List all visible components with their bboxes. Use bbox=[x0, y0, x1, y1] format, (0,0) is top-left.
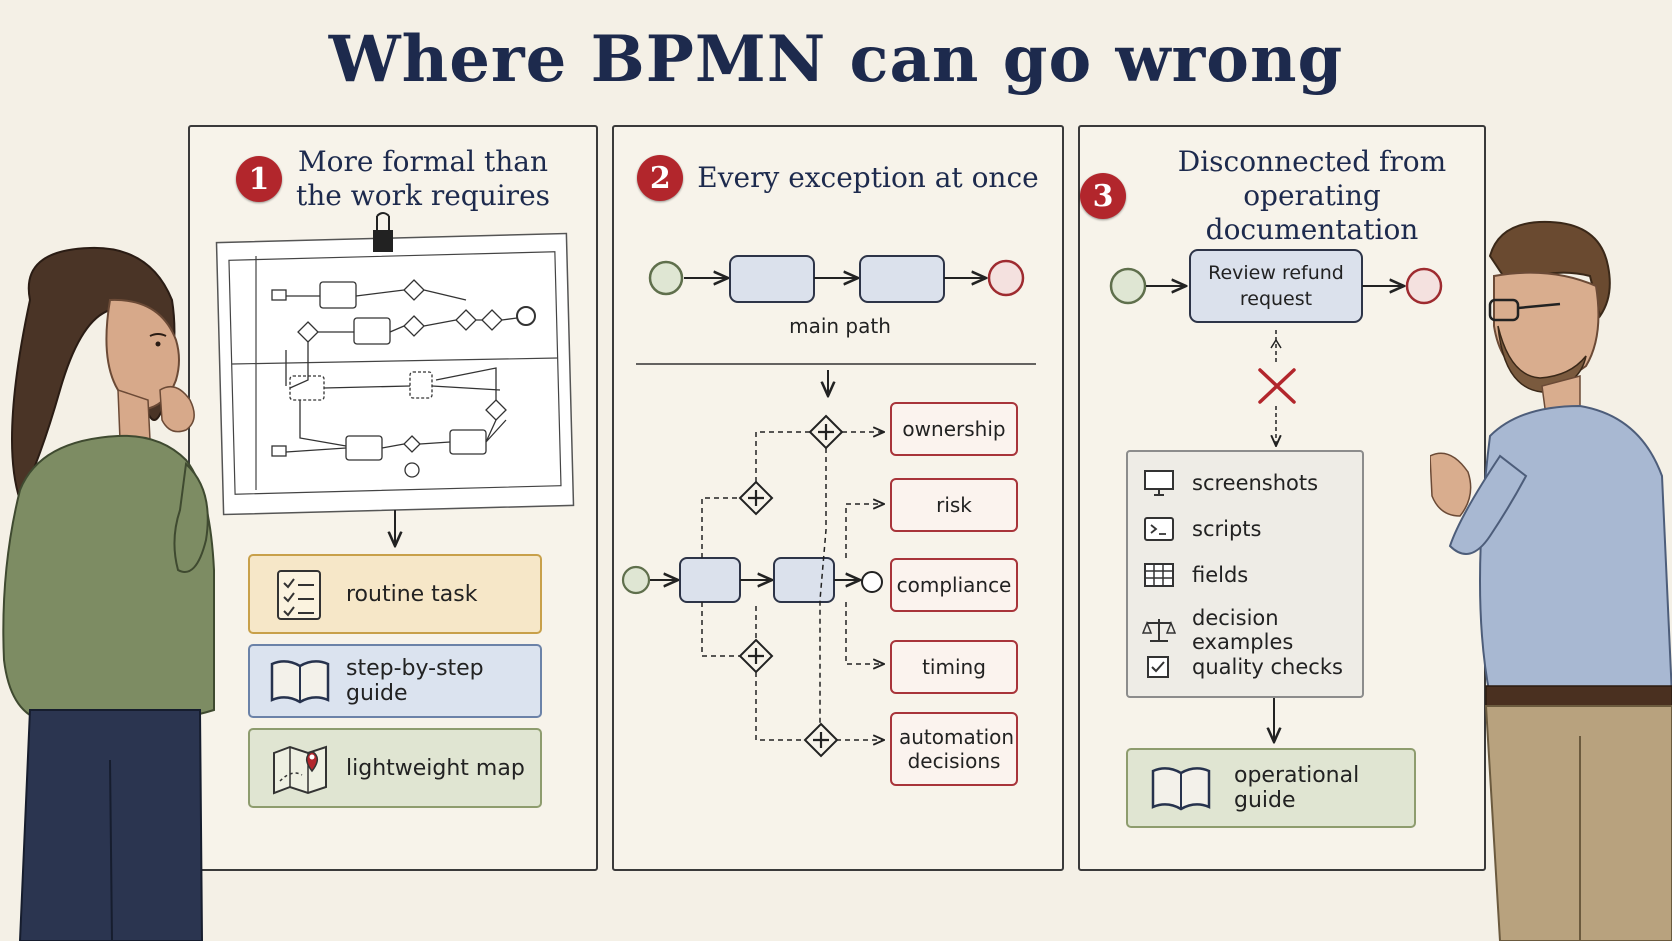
binder-clip-icon bbox=[373, 212, 393, 252]
exception-ownership: ownership bbox=[890, 402, 1018, 456]
panel-3-title: Disconnected from operating documentatio… bbox=[1177, 145, 1447, 246]
man-illustration bbox=[1430, 220, 1672, 941]
woman-illustration bbox=[2, 246, 215, 941]
checklist-icon bbox=[277, 570, 321, 620]
panel-2-title: Every exception at once bbox=[697, 161, 1039, 194]
exception-timing: timing bbox=[890, 640, 1018, 694]
checkbox-icon bbox=[1147, 656, 1169, 678]
exception-compliance: compliance bbox=[890, 558, 1018, 612]
disconnect-x-icon bbox=[1258, 368, 1296, 404]
exception-automation-decisions: automation decisions bbox=[890, 712, 1018, 786]
option-step-guide-label: step-by-step guide bbox=[346, 656, 484, 706]
option-routine-task: routine task bbox=[248, 554, 542, 634]
refund-task-flow bbox=[1109, 249, 1443, 742]
page-title: Where BPMN can go wrong bbox=[328, 22, 1344, 97]
exception-risk: risk bbox=[890, 478, 1018, 532]
doc-item-quality-checks: quality checks bbox=[1142, 652, 1343, 682]
main-path-flow bbox=[636, 255, 1036, 396]
panel-3-number: 3 bbox=[1080, 173, 1126, 219]
terminal-icon bbox=[1144, 517, 1174, 541]
doc-item-fields: fields bbox=[1142, 560, 1248, 590]
doc-item-screenshots: screenshots bbox=[1142, 468, 1318, 498]
open-book-icon bbox=[1151, 767, 1211, 811]
map-pin-icon bbox=[273, 745, 327, 795]
panel-1-header: 1 More formal than the work requires bbox=[190, 145, 596, 213]
panel-1-number: 1 bbox=[235, 156, 282, 202]
option-routine-task-label: routine task bbox=[346, 581, 478, 607]
documentation-list: screenshots scripts fields decision exam… bbox=[1126, 450, 1364, 698]
doc-item-scripts: scripts bbox=[1142, 514, 1261, 544]
panel-2-header: 2 Every exception at once bbox=[614, 155, 1062, 201]
table-icon bbox=[1144, 563, 1174, 587]
operational-guide-card: operational guide bbox=[1126, 748, 1416, 828]
scales-icon bbox=[1142, 619, 1176, 642]
main-path-label: main path bbox=[789, 314, 891, 338]
exception-flow bbox=[621, 414, 884, 758]
option-lightweight-map: lightweight map bbox=[248, 728, 542, 808]
panel-1-title: More formal than the work requires bbox=[295, 145, 551, 212]
option-step-guide: step-by-step guide bbox=[248, 644, 542, 718]
operational-guide-label: operational guide bbox=[1234, 763, 1360, 813]
doc-item-decision-examples: decision examples bbox=[1142, 606, 1362, 654]
task-review-refund-label: Review refund request bbox=[1208, 262, 1344, 310]
option-lightweight-map-label: lightweight map bbox=[346, 755, 525, 781]
complex-bpmn-sheet bbox=[215, 212, 575, 516]
panel-3-header: 3 Disconnected from operating documentat… bbox=[1080, 145, 1484, 247]
monitor-icon bbox=[1144, 470, 1174, 496]
open-book-icon bbox=[270, 660, 330, 704]
panel-2-number: 2 bbox=[637, 155, 684, 201]
